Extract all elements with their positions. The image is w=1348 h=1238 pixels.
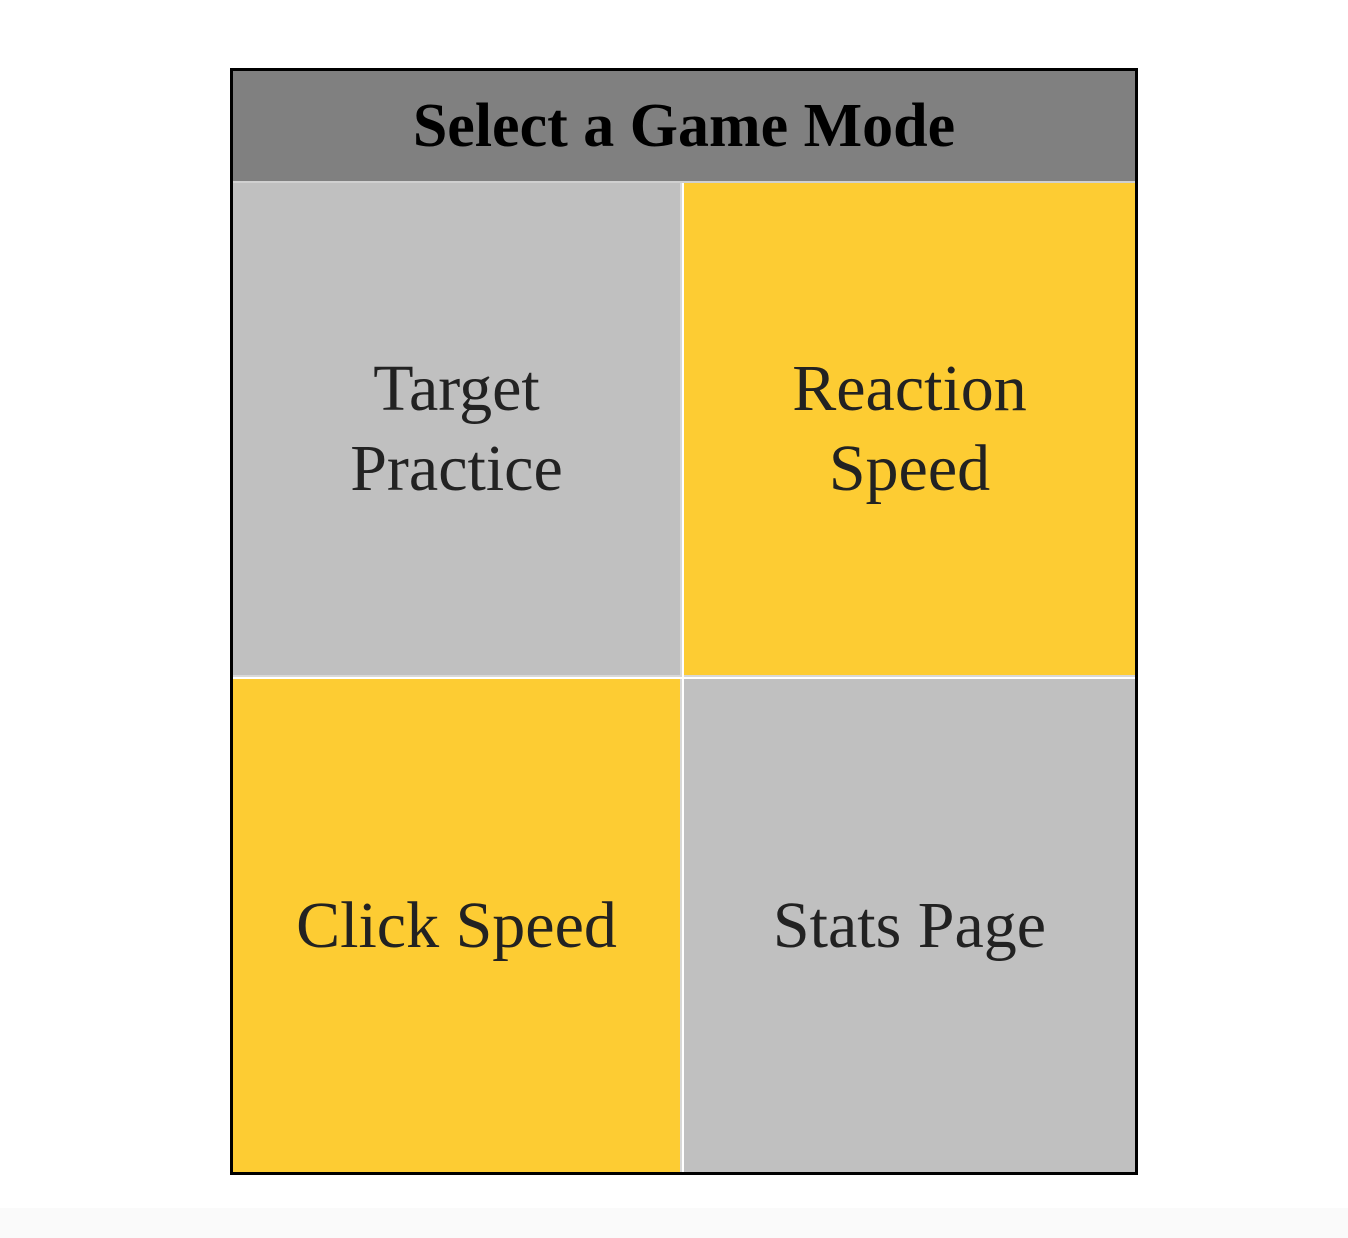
target-practice-label: Target Practice (350, 352, 563, 505)
target-practice-button[interactable]: Target Practice (233, 183, 682, 677)
reaction-speed-button[interactable]: Reaction Speed (684, 183, 1135, 677)
reaction-speed-label: Reaction Speed (792, 352, 1027, 505)
game-mode-grid: Target Practice Reaction Speed Click Spe… (233, 183, 1135, 1172)
stats-page-button[interactable]: Stats Page (684, 679, 1135, 1172)
bottom-band (0, 1208, 1348, 1238)
stats-page-label: Stats Page (772, 888, 1047, 962)
game-mode-panel: Select a Game Mode Target Practice React… (230, 68, 1138, 1175)
click-speed-button[interactable]: Click Speed (233, 679, 682, 1172)
panel-title: Select a Game Mode (233, 71, 1135, 183)
click-speed-label: Click Speed (296, 888, 617, 962)
